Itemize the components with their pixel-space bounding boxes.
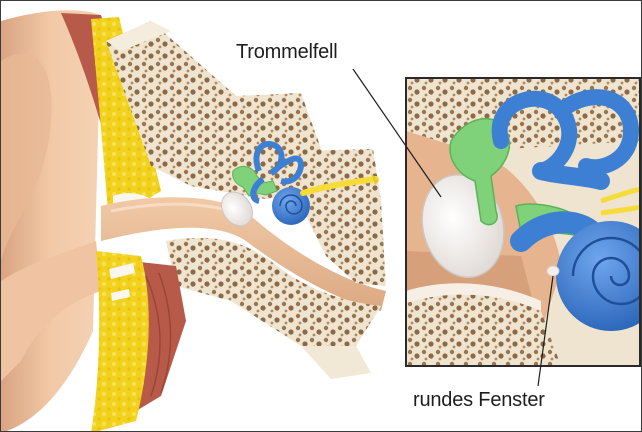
inset-zoom bbox=[406, 78, 642, 366]
bone-lower-face bbox=[301, 346, 371, 379]
round-window-label: rundes Fenster bbox=[413, 389, 545, 412]
main-section bbox=[1, 10, 386, 432]
eardrum-label: Trommelfell bbox=[236, 41, 338, 64]
inset-bone-upper bbox=[406, 78, 641, 151]
round-window bbox=[547, 266, 559, 276]
